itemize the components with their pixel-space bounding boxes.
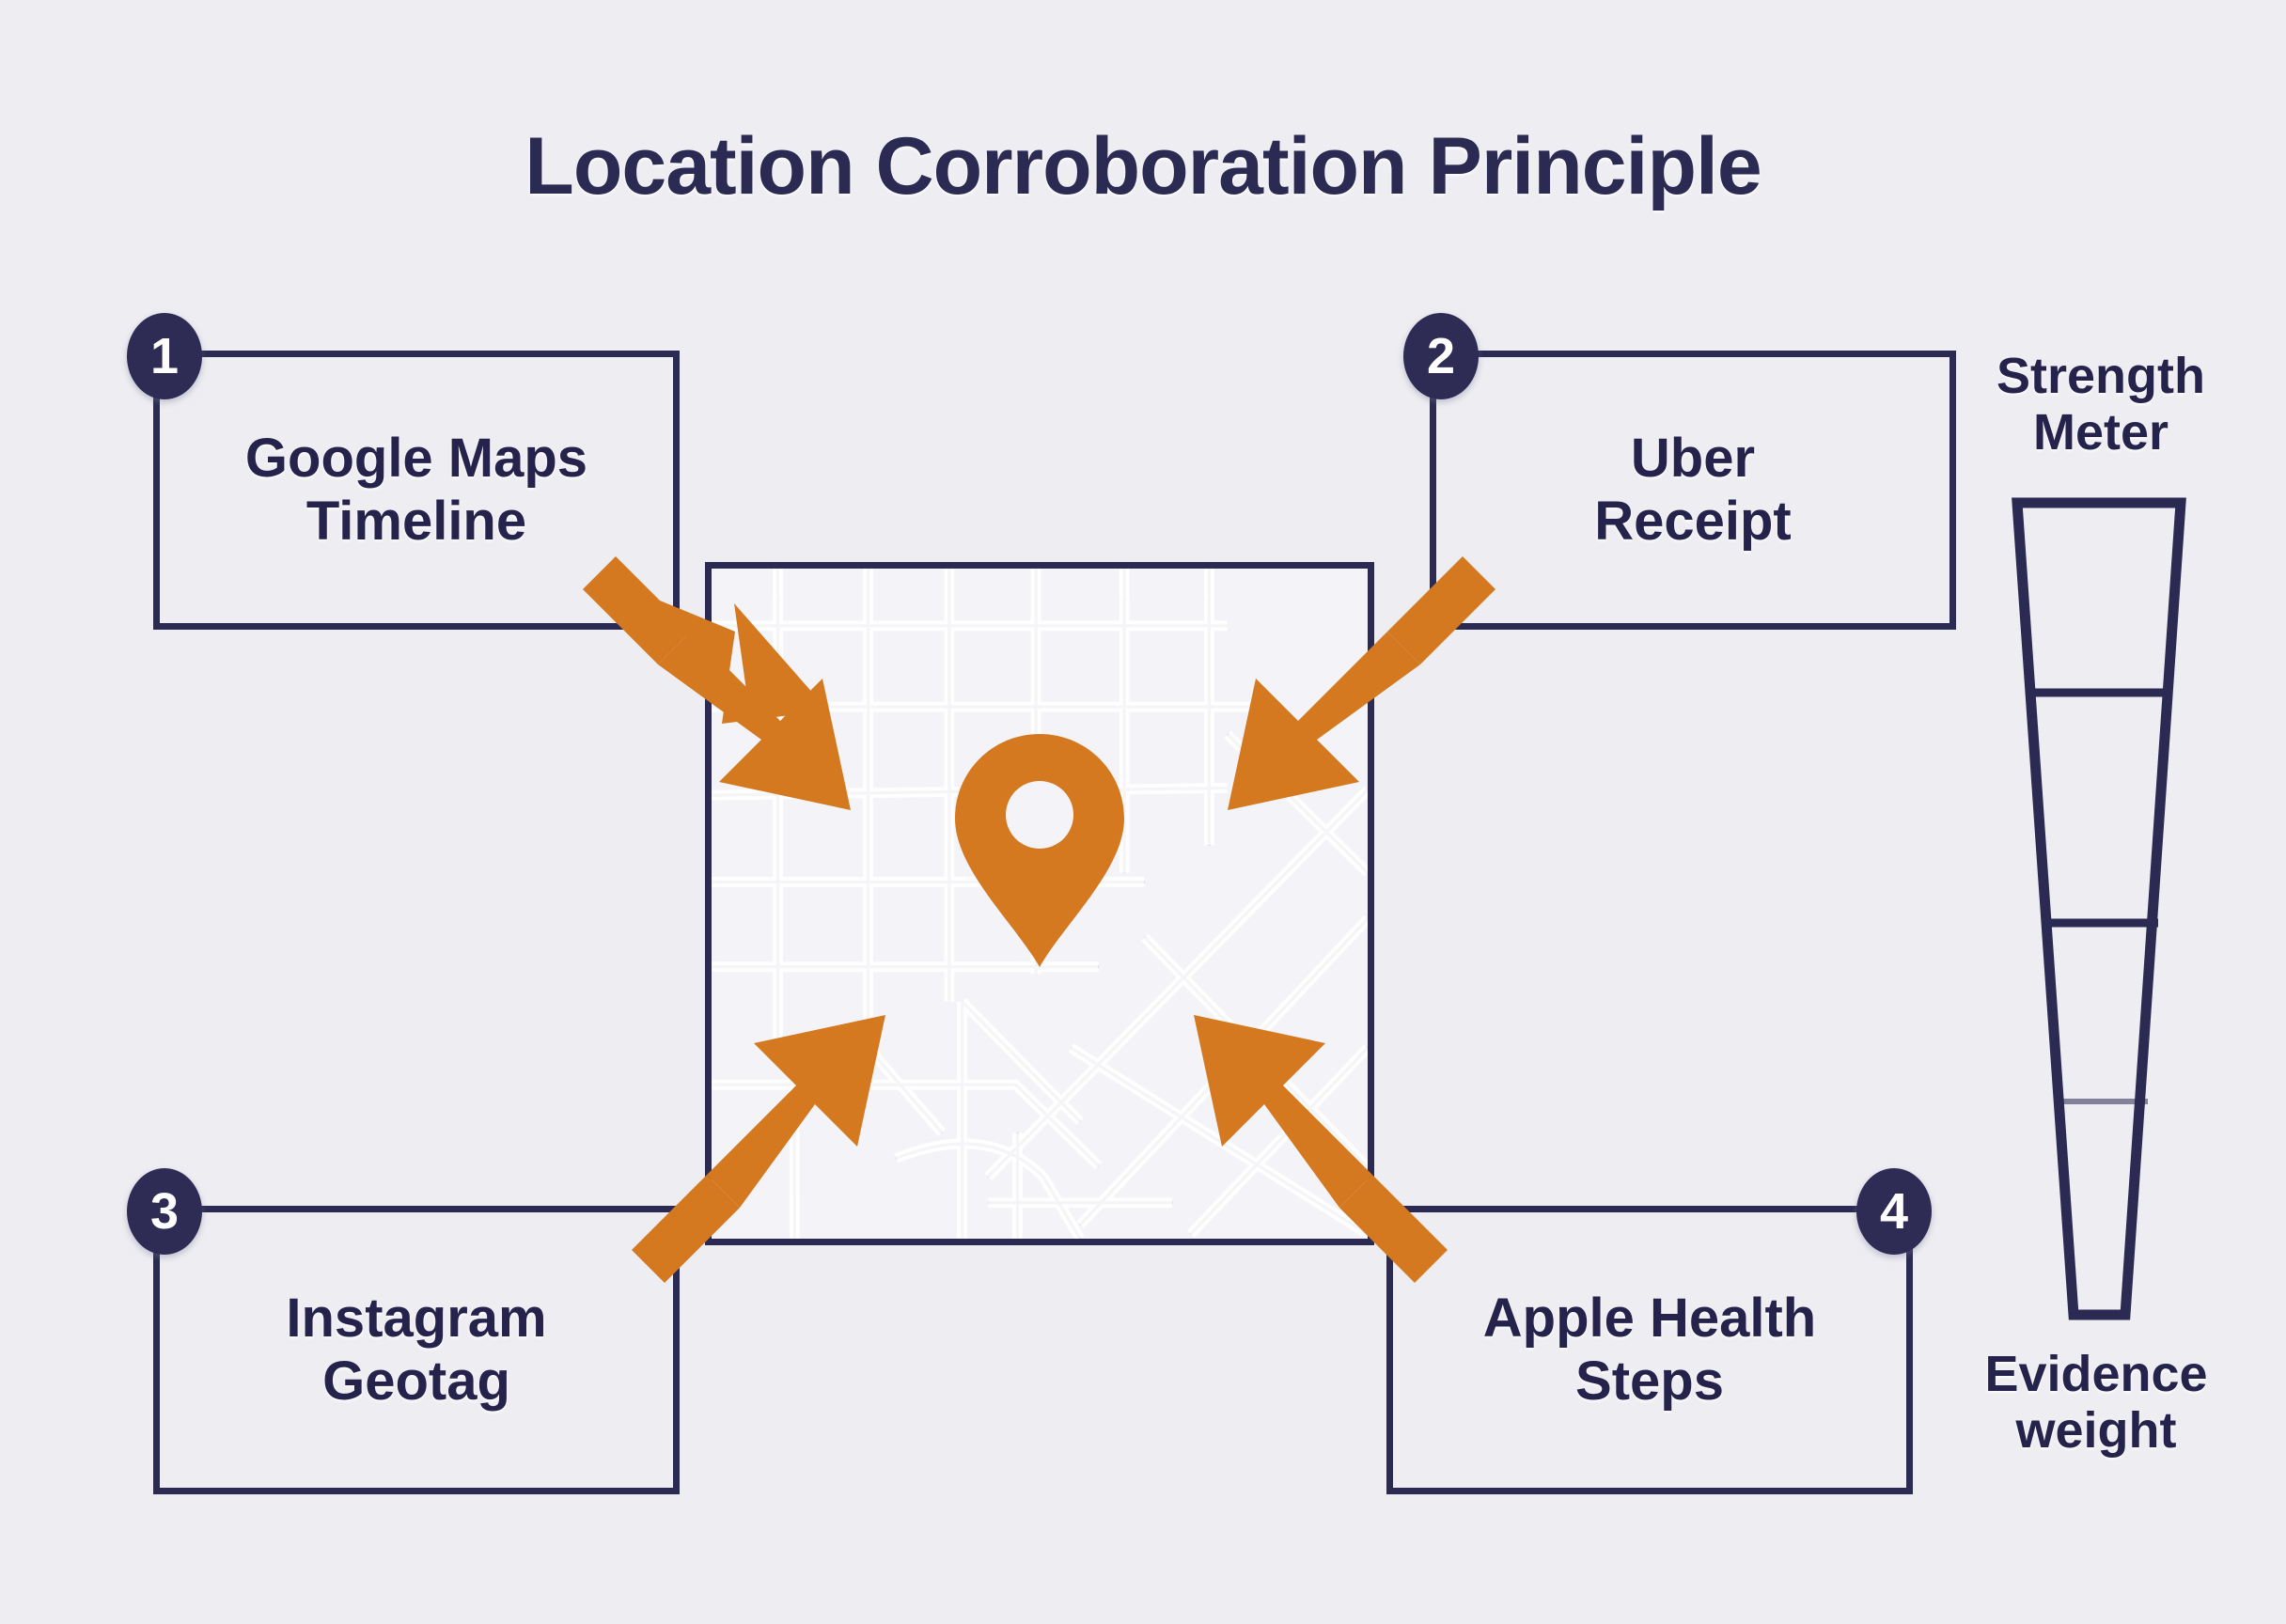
evidence-badge-3: 3 — [127, 1168, 202, 1255]
evidence-box-label: Uber Receipt — [1594, 427, 1792, 552]
evidence-badge-4: 4 — [1856, 1168, 1932, 1255]
evidence-badge-2: 2 — [1403, 313, 1479, 399]
strength-meter-caption: Evidence weight — [1984, 1346, 2208, 1460]
evidence-box-label: Apple Health Steps — [1482, 1287, 1817, 1412]
evidence-box-uber-receipt[interactable]: Uber Receipt — [1430, 351, 1956, 630]
evidence-box-apple-health-steps[interactable]: Apple Health Steps — [1386, 1206, 1913, 1494]
evidence-box-instagram-geotag[interactable]: Instagram Geotag — [153, 1206, 680, 1494]
evidence-badge-1: 1 — [127, 313, 202, 399]
page-title: Location Corroboration Principle — [525, 121, 1761, 211]
evidence-box-google-maps-timeline[interactable]: Google Maps Timeline — [153, 351, 680, 630]
evidence-box-label: Google Maps Timeline — [244, 427, 588, 552]
strength-meter-wedge-icon — [2012, 497, 2186, 1320]
strength-meter-title: Strength Meter — [1996, 348, 2205, 461]
map-center-pin — [949, 728, 1130, 973]
strength-meter-figure — [2000, 495, 2198, 1322]
evidence-box-label: Instagram Geotag — [286, 1287, 547, 1412]
location-pin-icon — [955, 734, 1124, 967]
